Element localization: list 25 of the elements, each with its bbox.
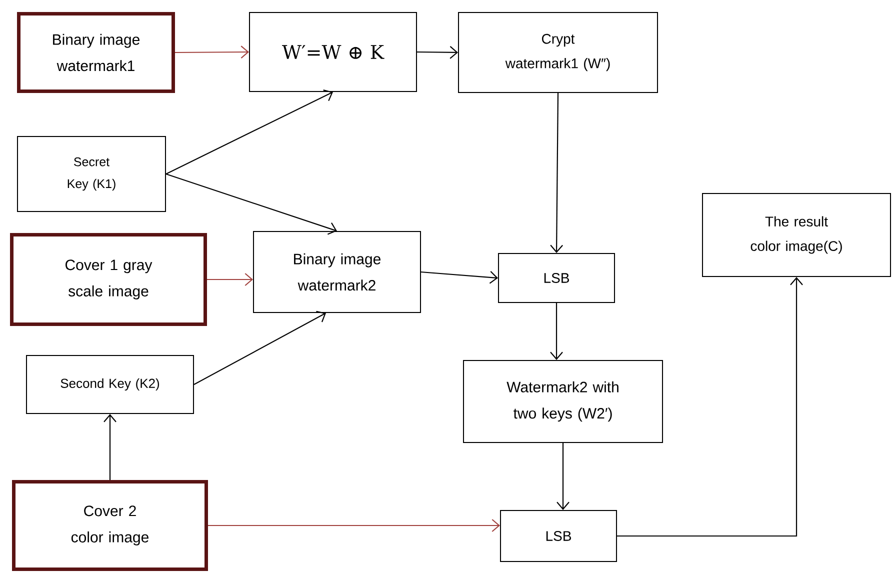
arrow (194, 310, 326, 385)
arrow (208, 519, 500, 532)
arrow (166, 90, 333, 174)
arrow (556, 443, 570, 510)
source-box: Cover 2 color image (12, 480, 208, 571)
process-box: Secret Key (K1) (17, 136, 166, 212)
process-box: The result color image(C) (702, 193, 891, 277)
process-box: Binary image watermark2 (253, 231, 421, 313)
arrow (617, 277, 803, 537)
source-box: Binary image watermark1 (17, 12, 175, 93)
arrow (420, 271, 498, 284)
arrow (417, 46, 458, 59)
arrow (175, 46, 249, 58)
process-box: W′=W ⊕ K (249, 12, 417, 92)
arrow (550, 93, 563, 253)
arrow (166, 173, 337, 235)
arrow (550, 303, 563, 360)
arrow (104, 414, 116, 480)
process-box: Second Key (K2) (26, 355, 194, 414)
source-box: Cover 1 gray scale image (10, 233, 207, 326)
process-box: LSB (500, 510, 617, 562)
process-box: Crypt watermark1 (W″) (458, 12, 658, 93)
process-box: Watermark2 with two keys (W2′) (463, 360, 663, 443)
process-box: LSB (498, 253, 615, 303)
arrow (207, 273, 253, 286)
